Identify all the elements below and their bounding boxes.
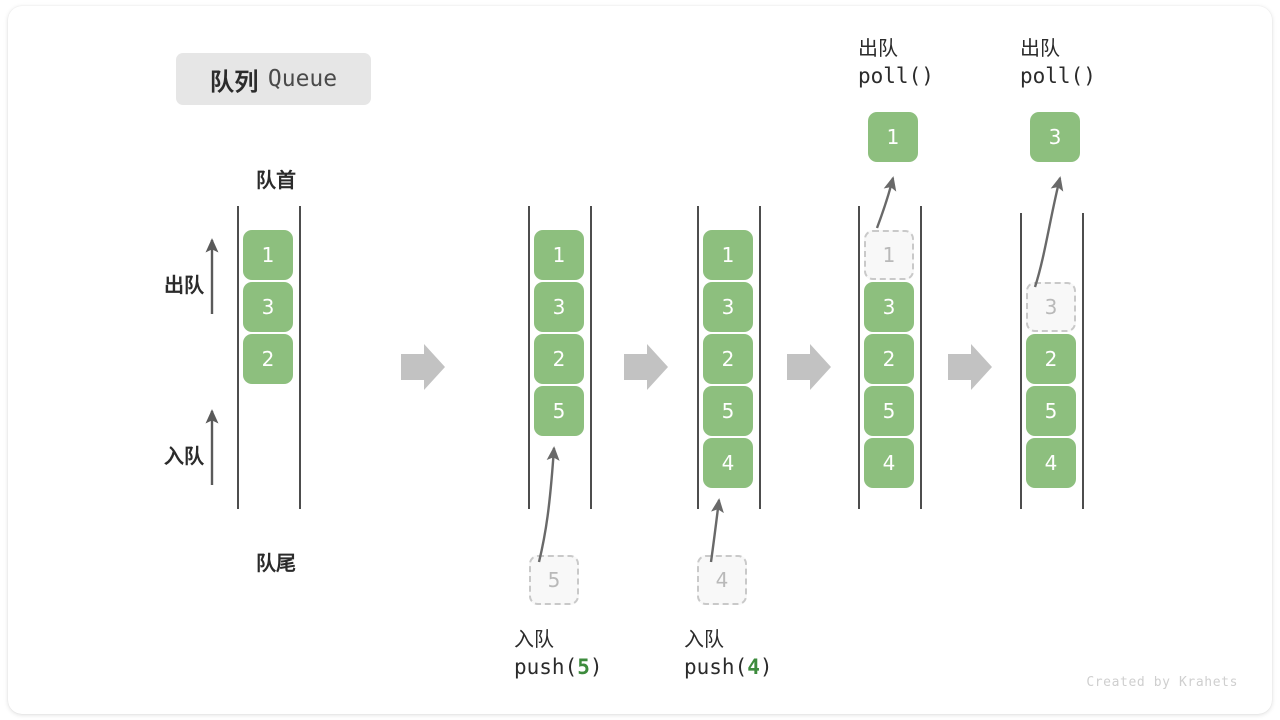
queue-cell: 4 [864, 438, 914, 488]
op-label-code: push(4) [684, 655, 773, 680]
popped-element-3: 3 [1030, 112, 1080, 162]
op-label-code: poll() [1020, 64, 1096, 89]
queue-rail-right [299, 206, 301, 509]
queue-cell: 5 [1026, 386, 1076, 436]
op-label-push-5: 入队 push(5) [514, 625, 603, 683]
op-label-cn: 出队 [1020, 36, 1060, 60]
flow-arrow-3 [787, 344, 831, 390]
diagram-card: 队列 Queue 队首 队尾 出队 入队 1 3 2 1 3 2 5 5 入队 … [8, 6, 1272, 714]
queue-rail-left [528, 206, 530, 509]
queue-after-push-4: 1 3 2 5 4 [697, 206, 761, 516]
queue-after-poll-3: 3 2 5 4 [1020, 213, 1084, 517]
label-enqueue: 入队 [164, 444, 204, 468]
queue-cell: 1 [534, 230, 584, 280]
op-label-cn: 入队 [684, 627, 724, 651]
op-label-code: poll() [858, 64, 934, 89]
flow-arrow-4 [948, 344, 992, 390]
queue-cell-removed: 1 [864, 230, 914, 280]
title-chinese: 队列 [209, 67, 259, 96]
diagram-stage: 队列 Queue 队首 队尾 出队 入队 1 3 2 1 3 2 5 5 入队 … [8, 6, 1272, 714]
queue-cell-new: 5 [534, 386, 584, 436]
queue-cell-new: 4 [703, 438, 753, 488]
queue-cell: 2 [243, 334, 293, 384]
queue-cell: 5 [864, 386, 914, 436]
op-label-push-4: 入队 push(4) [684, 625, 773, 683]
queue-cell: 2 [703, 334, 753, 384]
queue-rail-right [920, 206, 922, 509]
queue-cell: 3 [703, 282, 753, 332]
queue-initial: 1 3 2 [237, 206, 301, 516]
pending-element-5: 5 [529, 555, 579, 605]
queue-rail-right [759, 206, 761, 509]
queue-cell-removed: 3 [1026, 282, 1076, 332]
op-label-code: push(5) [514, 655, 603, 680]
watermark: Created by Krahets [1086, 675, 1238, 690]
flow-arrow-2 [624, 344, 668, 390]
queue-rail-left [858, 206, 860, 509]
op-label-poll-3: 出队 poll() [1020, 34, 1096, 92]
flow-arrow-1 [401, 344, 445, 390]
diagram-title-chip: 队列 Queue [176, 53, 371, 105]
queue-rail-right [1082, 213, 1084, 509]
pending-element-4: 4 [697, 555, 747, 605]
op-label-cn: 入队 [514, 627, 554, 651]
queue-rail-left [237, 206, 239, 509]
title-english: Queue [267, 66, 338, 92]
queue-after-push-5: 1 3 2 5 [528, 206, 592, 516]
label-queue-front: 队首 [256, 168, 296, 192]
popped-element-1: 1 [868, 112, 918, 162]
queue-after-poll-1: 1 3 2 5 4 [858, 206, 922, 516]
op-label-poll-1: 出队 poll() [858, 34, 934, 92]
queue-cell: 4 [1026, 438, 1076, 488]
queue-cell: 3 [243, 282, 293, 332]
queue-cell: 3 [864, 282, 914, 332]
queue-cell: 2 [864, 334, 914, 384]
queue-cell: 1 [703, 230, 753, 280]
queue-rail-left [697, 206, 699, 509]
queue-rail-left [1020, 213, 1022, 509]
op-label-cn: 出队 [858, 36, 898, 60]
queue-cell: 2 [1026, 334, 1076, 384]
queue-cell: 2 [534, 334, 584, 384]
queue-cell: 3 [534, 282, 584, 332]
queue-cell: 1 [243, 230, 293, 280]
queue-rail-right [590, 206, 592, 509]
label-queue-rear: 队尾 [256, 551, 296, 575]
queue-cell: 5 [703, 386, 753, 436]
label-dequeue: 出队 [164, 273, 204, 297]
